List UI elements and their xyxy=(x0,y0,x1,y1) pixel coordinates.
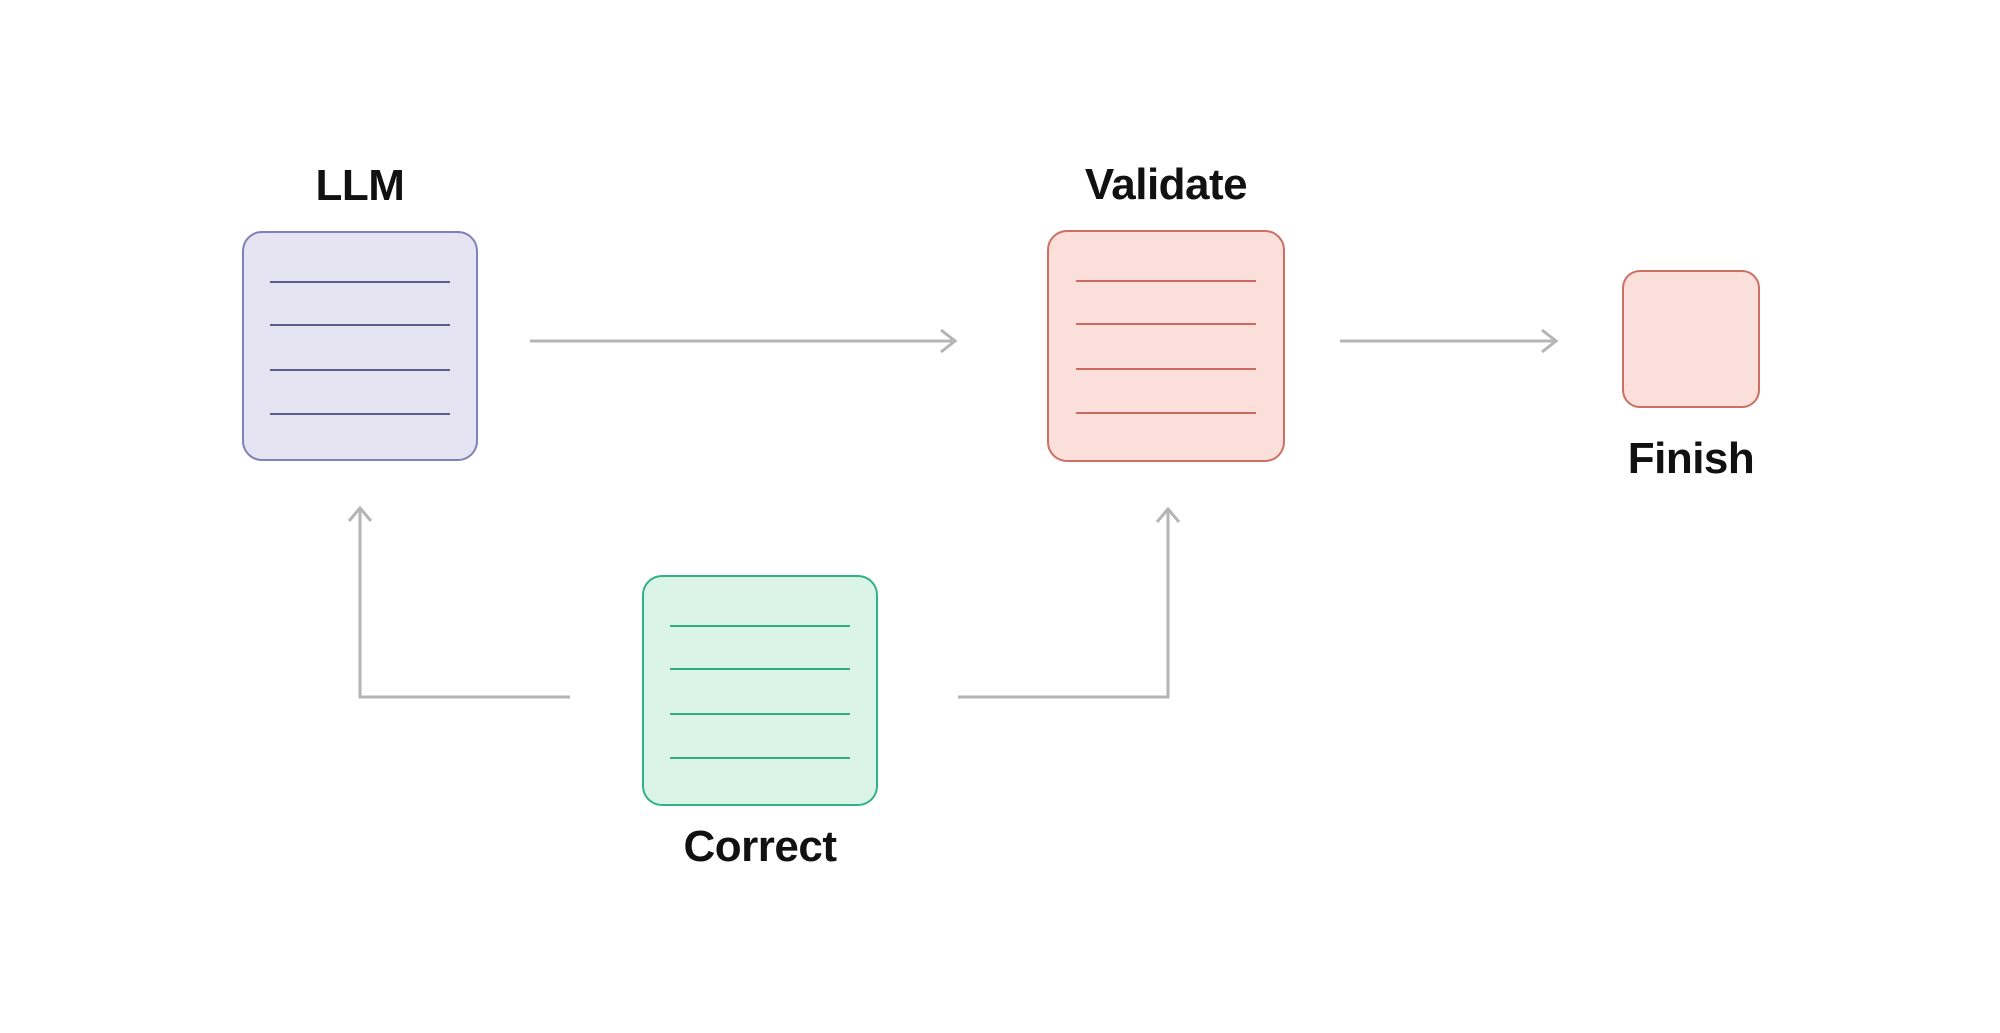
note-line xyxy=(270,324,450,326)
note-line xyxy=(270,281,450,283)
node-correct-label: Correct xyxy=(683,822,838,871)
node-llm[interactable]: LLM xyxy=(242,163,478,461)
node-lines xyxy=(644,577,876,804)
node-llm-label: LLM xyxy=(315,161,405,210)
note-line xyxy=(270,413,450,415)
arrow-correct-to-llm[interactable] xyxy=(347,505,570,699)
node-validate-label: Validate xyxy=(1084,160,1248,209)
note-line xyxy=(1076,323,1256,325)
note-line xyxy=(670,757,850,759)
node-finish-label: Finish xyxy=(1627,434,1755,483)
note-line xyxy=(670,668,850,670)
node-finish[interactable]: Finish xyxy=(1622,270,1760,482)
note-line xyxy=(670,625,850,627)
note-line xyxy=(1076,412,1256,414)
node-lines xyxy=(1049,232,1283,460)
node-validate[interactable]: Validate xyxy=(1047,162,1285,462)
note-line xyxy=(1076,280,1256,282)
node-lines xyxy=(1624,272,1758,406)
arrow-correct-to-validate[interactable] xyxy=(958,506,1181,699)
node-lines xyxy=(244,233,476,459)
note-line xyxy=(1076,368,1256,370)
note-line xyxy=(670,713,850,715)
arrow-llm-to-validate[interactable] xyxy=(530,328,958,354)
note-line xyxy=(270,369,450,371)
node-correct[interactable]: Correct xyxy=(642,575,878,870)
arrow-validate-to-finish[interactable] xyxy=(1340,328,1559,354)
